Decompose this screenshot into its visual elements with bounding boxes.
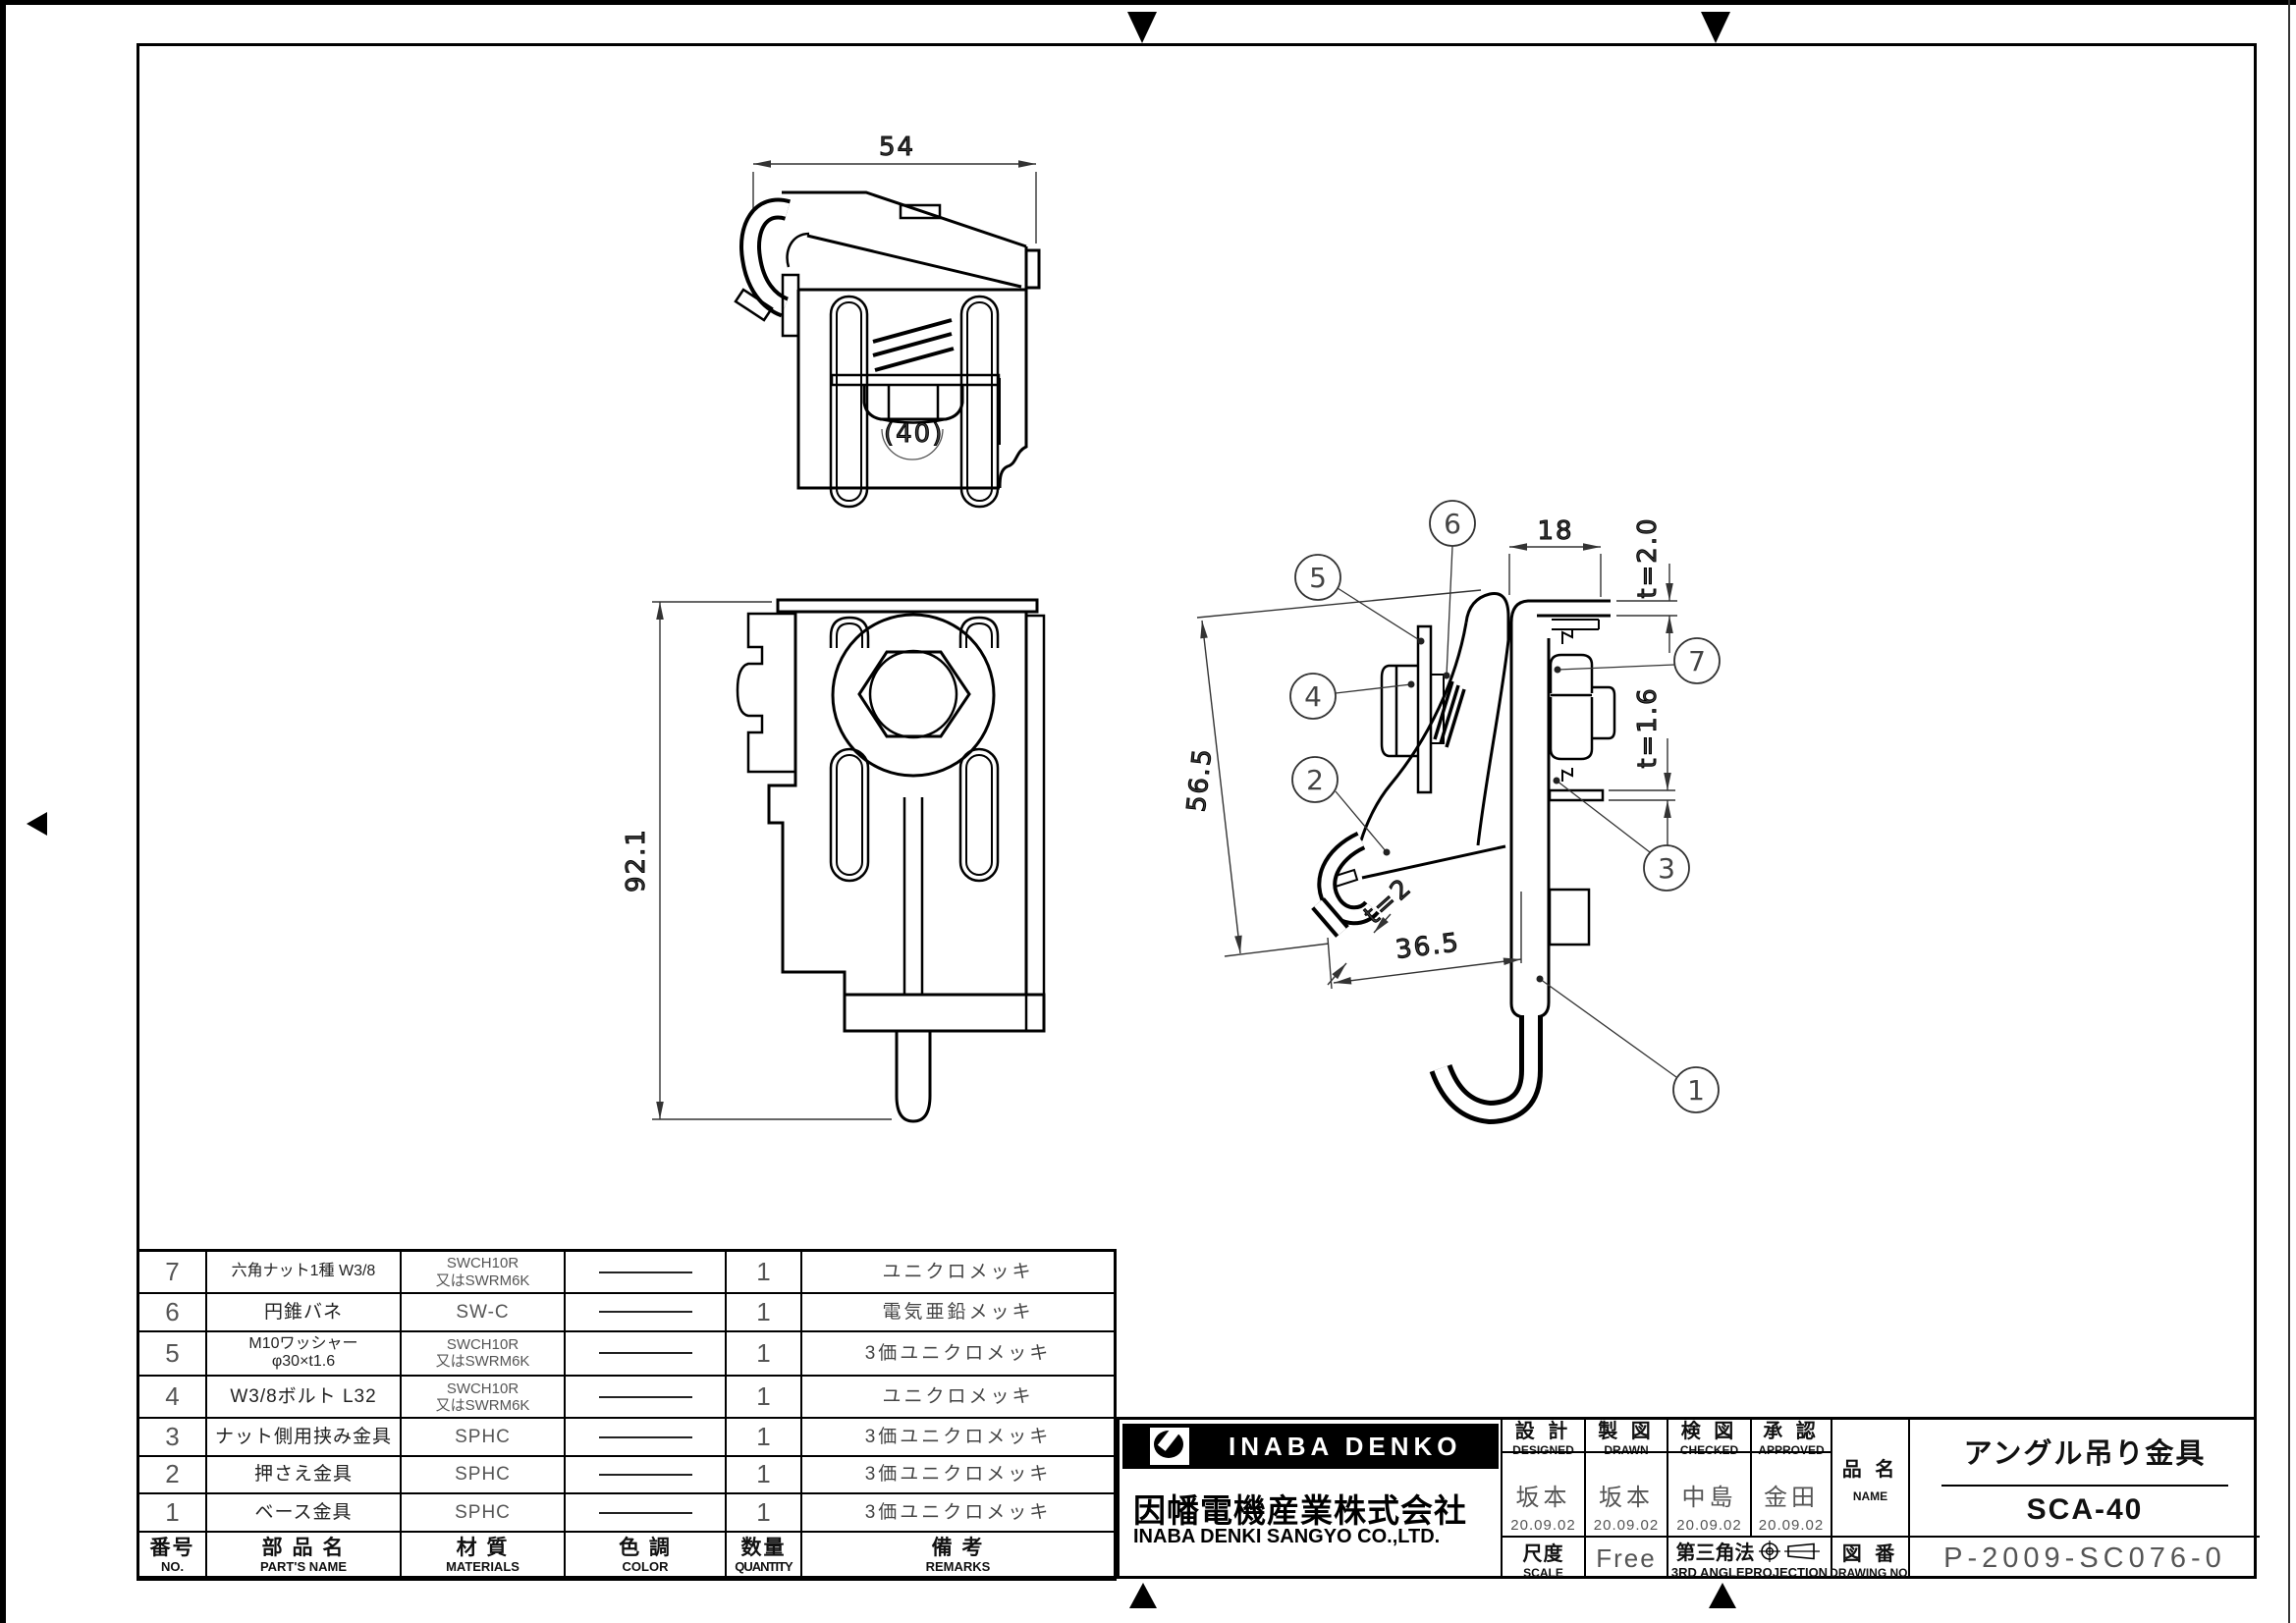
- company-cell: INABA DENKO 因幡電機産業株式会社 INABA DENKI SANGY…: [1120, 1420, 1501, 1579]
- header-no: 番号: [149, 1536, 195, 1559]
- part-qty: 1: [756, 1459, 771, 1489]
- part-name: ベース金具: [254, 1501, 353, 1523]
- color-dash: [598, 1435, 692, 1438]
- drawing-no-cell: P-2009-SC076-0: [1908, 1536, 2260, 1579]
- projection-cell: 第三角法 3RD ANGLEPROJECTION: [1667, 1536, 1831, 1580]
- model-number: SCA-40: [2026, 1493, 2144, 1526]
- header-qty: 数量: [740, 1536, 787, 1559]
- part-remarks: ユニクロメッキ: [882, 1385, 1034, 1407]
- part-material: SWCH10R: [446, 1336, 519, 1354]
- part-name: ナット側用挟み金具: [214, 1426, 392, 1447]
- part-name: M10ワッシャー: [248, 1335, 358, 1353]
- part-material: SWCH10R: [446, 1380, 519, 1397]
- registration-triangle-bottom: [1709, 1583, 1736, 1608]
- part-qty: 1: [756, 1337, 771, 1368]
- table-row: 6 円錐バネ SW-C 1 電気亜鉛メッキ: [139, 1292, 1114, 1330]
- part-remarks: 3価ユニクロメッキ: [864, 1464, 1052, 1486]
- drawing-frame: [137, 43, 2257, 1579]
- color-dash: [598, 1311, 692, 1314]
- header-remarks: 備 考: [931, 1536, 985, 1559]
- part-no: 5: [165, 1337, 180, 1368]
- part-remarks: 3価ユニクロメッキ: [864, 1501, 1052, 1523]
- registration-triangle-left: [27, 812, 47, 836]
- part-name: 押さえ金具: [253, 1464, 353, 1486]
- part-material: SW-C: [456, 1301, 510, 1323]
- color-dash: [598, 1511, 692, 1514]
- part-qty: 1: [756, 1296, 771, 1326]
- part-no: 6: [165, 1296, 180, 1326]
- part-material: SWCH10R: [446, 1255, 519, 1272]
- part-no: 3: [165, 1421, 180, 1451]
- part-material: SPHC: [455, 1464, 511, 1486]
- registration-triangle-top: [1701, 12, 1730, 43]
- logo-bar: INABA DENKO: [1122, 1424, 1499, 1469]
- part-no: 4: [165, 1380, 180, 1411]
- logo-text: INABA DENKO: [1229, 1431, 1462, 1461]
- table-row: 3 ナット側用挟み金具 SPHC 1 3価ユニクロメッキ: [139, 1417, 1114, 1455]
- name-divider: [1941, 1485, 2228, 1487]
- paper-edge-right: [2288, 0, 2290, 1623]
- part-remarks: 電気亜鉛メッキ: [882, 1301, 1034, 1323]
- registration-triangle-bottom: [1129, 1583, 1157, 1608]
- header-material: 材 質: [456, 1536, 510, 1559]
- part-remarks: 3価ユニクロメッキ: [864, 1342, 1052, 1364]
- header-name: 部 品 名: [261, 1536, 346, 1559]
- registration-triangle-top: [1127, 12, 1157, 43]
- title-block: INABA DENKO 因幡電機産業株式会社 INABA DENKI SANGY…: [1117, 1417, 2260, 1580]
- part-no: 2: [165, 1459, 180, 1489]
- part-qty: 1: [756, 1421, 771, 1451]
- table-row: 2 押さえ金具 SPHC 1 3価ユニクロメッキ: [139, 1454, 1114, 1493]
- part-qty: 1: [756, 1496, 771, 1527]
- part-qty: 1: [756, 1380, 771, 1411]
- part-remarks: ユニクロメッキ: [882, 1261, 1034, 1282]
- scale-value: Free: [1596, 1542, 1657, 1573]
- product-name-cell: アングル吊り金具 SCA-40: [1908, 1420, 2260, 1536]
- part-no: 1: [165, 1496, 180, 1527]
- color-dash: [598, 1352, 692, 1355]
- product-name: アングル吊り金具: [1963, 1438, 2207, 1470]
- part-material: SPHC: [455, 1501, 511, 1523]
- part-name: 円錐バネ: [263, 1301, 343, 1323]
- table-row: 1 ベース金具 SPHC 1 3価ユニクロメッキ: [139, 1492, 1114, 1532]
- inaba-logo-icon: [1148, 1426, 1191, 1467]
- part-material: SPHC: [455, 1426, 511, 1447]
- paper-edge-left: [0, 0, 6, 1623]
- color-dash: [598, 1395, 692, 1398]
- header-color: 色 調: [619, 1536, 672, 1559]
- part-no: 7: [165, 1256, 180, 1286]
- company-name-en: INABA DENKI SANGYO CO.,LTD.: [1133, 1526, 1441, 1547]
- third-angle-projection-icon: [1758, 1540, 1820, 1562]
- scale-value-cell: Free: [1584, 1536, 1667, 1579]
- company-name-jp: 因幡電機産業株式会社: [1133, 1492, 1467, 1529]
- part-name: 六角ナット1種 W3/8: [231, 1263, 376, 1280]
- color-dash: [598, 1271, 692, 1273]
- part-remarks: 3価ユニクロメッキ: [864, 1426, 1052, 1447]
- part-qty: 1: [756, 1256, 771, 1286]
- drawing-number: P-2009-SC076-0: [1943, 1542, 2226, 1574]
- part-name: W3/8ボルト L32: [230, 1385, 377, 1407]
- color-dash: [598, 1474, 692, 1477]
- paper-edge-top: [0, 0, 2296, 5]
